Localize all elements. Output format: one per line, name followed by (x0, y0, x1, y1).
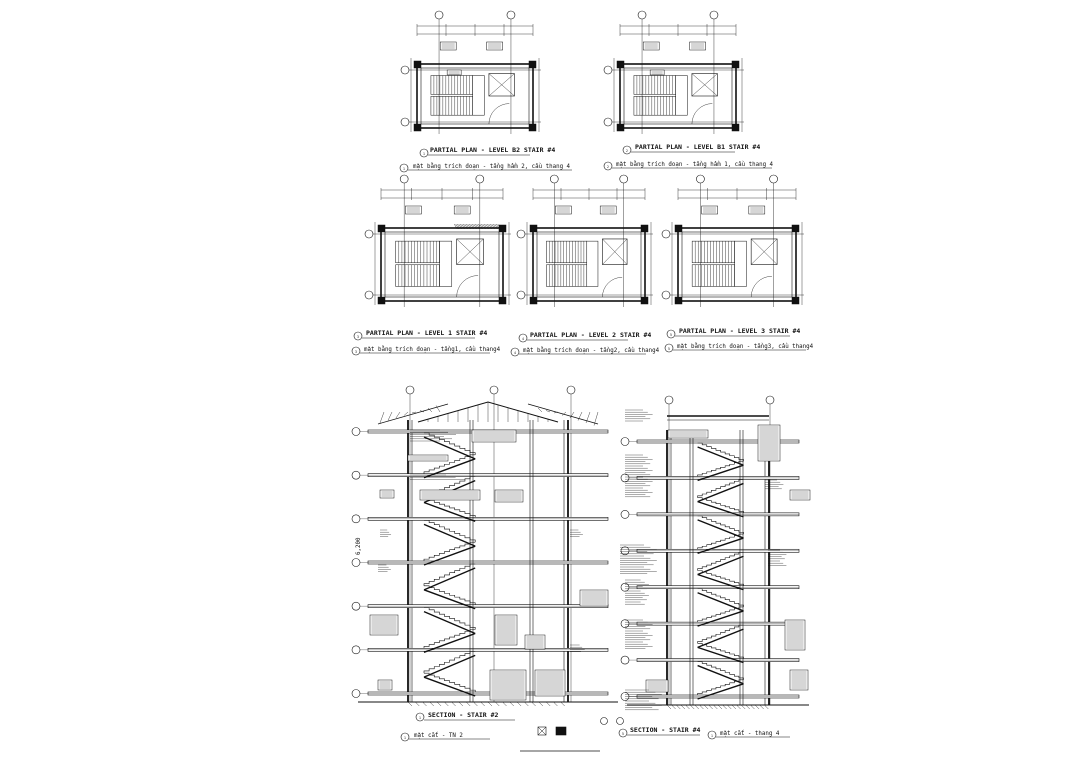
plan-l1-drawing (364, 174, 511, 307)
plan-l3-drawing (661, 174, 804, 307)
section-stair2-title-number: 1 (419, 716, 421, 720)
plan-l2-title-number: 4 (522, 337, 524, 341)
plan-b1-title: PARTIAL PLAN - LEVEL B1 STAIR #4 (635, 143, 760, 151)
plan-b2-title-number: 1 (423, 152, 425, 156)
plan-l2-subtitle-number: 4 (514, 351, 516, 355)
plan-l2-title: PARTIAL PLAN - LEVEL 2 STAIR #4 (530, 331, 651, 339)
plan-b2-subtitle: mặt bằng trích đoạn - tầng hầm 2, cầu th… (413, 163, 571, 170)
plan-b1-caption: 2 PARTIAL PLAN - LEVEL B1 STAIR #4 2 mặt… (603, 143, 774, 171)
plan-l2-subtitle: mặt bằng trích đoạn - tầng2, cầu thang4 (523, 347, 660, 354)
section-stair4-caption: 5 SECTION - STAIR #4 1 mặt cắt - thang 4 (618, 726, 790, 740)
plan-b1-title-number: 2 (626, 149, 628, 153)
plan-b2-title: PARTIAL PLAN - LEVEL B2 STAIR #4 (430, 146, 555, 154)
section-stair2-caption: 1 SECTION - STAIR #2 1 mặt cắt - TN 2 (400, 711, 515, 742)
section-stair2-subtitle: mặt cắt - TN 2 (414, 733, 463, 739)
section-stair2-title: SECTION - STAIR #2 (428, 711, 499, 719)
section-stair4-subtitle: mặt cắt - thang 4 (720, 731, 780, 737)
plan-l1-title: PARTIAL PLAN - LEVEL 1 STAIR #4 (366, 329, 487, 337)
plan-l1-title-number: 3 (357, 335, 359, 339)
plan-l1-subtitle: mặt bằng trích đoạn - tầng1, cầu thang4 (364, 346, 501, 353)
plan-l3-title-number: 5 (670, 333, 672, 337)
section-stair2-subtitle-number: 1 (404, 736, 406, 740)
plan-l3-subtitle-number: 5 (668, 347, 670, 351)
section-stair4-title-number: 5 (622, 732, 624, 736)
plan-b2-caption: 1 PARTIAL PLAN - LEVEL B2 STAIR #4 1 mặt… (399, 146, 572, 173)
section-stair4-title: SECTION - STAIR #4 (630, 726, 701, 734)
plan-l3-caption: 5 PARTIAL PLAN - LEVEL 3 STAIR #4 5 mặt … (664, 327, 814, 353)
plan-l3-title: PARTIAL PLAN - LEVEL 3 STAIR #4 (679, 327, 800, 335)
section-stair4-subtitle-number: 1 (711, 734, 713, 738)
section-stair2-drawing (351, 385, 618, 707)
plan-b2-subtitle-number: 1 (403, 167, 405, 171)
section-stair4-drawing (620, 395, 811, 710)
plan-b2-drawing (400, 10, 541, 134)
section-stair2-height-dimension: 6,200 (356, 537, 362, 555)
plan-l2-drawing (516, 174, 653, 307)
plan-l1-subtitle-number: 3 (355, 350, 357, 354)
plan-b1-subtitle: mặt bằng trích đoạn - tầng hầm 1, cầu th… (616, 161, 774, 168)
plan-b1-drawing (603, 10, 744, 134)
section-marker-glyphs (520, 717, 624, 752)
plan-l3-subtitle: mặt bằng trích đoạn - tầng3, cầu thang4 (677, 343, 814, 350)
plan-b1-subtitle-number: 2 (607, 165, 609, 169)
plan-l2-caption: 4 PARTIAL PLAN - LEVEL 2 STAIR #4 4 mặt … (510, 331, 660, 357)
plan-l1-caption: 3 PARTIAL PLAN - LEVEL 1 STAIR #4 3 mặt … (351, 329, 501, 356)
